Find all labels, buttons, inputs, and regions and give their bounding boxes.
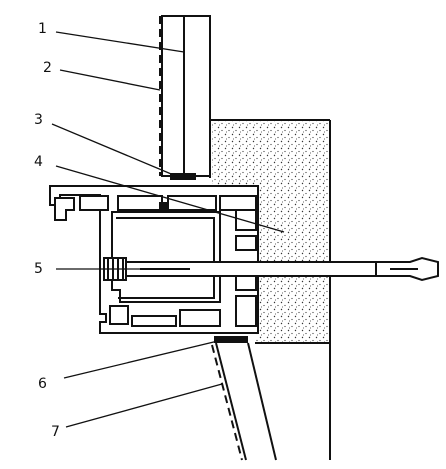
- upper-glazing-pane: [161, 15, 211, 177]
- insulation-foam: [212, 121, 328, 342]
- callout-4: 4: [34, 154, 43, 170]
- leader-2: [59, 69, 161, 91]
- callout-5: 5: [34, 261, 43, 277]
- callout-6: 6: [38, 376, 47, 392]
- leader-6: [63, 339, 223, 379]
- lower-glazing-pane: [215, 342, 277, 461]
- upper-seal: [170, 173, 196, 180]
- leader-7: [65, 383, 223, 428]
- window-frame-profile: [49, 185, 259, 334]
- leader-1: [55, 31, 185, 53]
- callout-3: 3: [34, 112, 43, 128]
- callout-7: 7: [51, 424, 60, 440]
- leader-3: [51, 123, 177, 177]
- leader-4: [55, 165, 285, 233]
- callout-labels: 1 2 3 4 5 6 7: [34, 21, 60, 440]
- callout-2: 2: [43, 60, 52, 76]
- callout-1: 1: [38, 21, 47, 37]
- leader-lines: [51, 31, 285, 428]
- lower-seal: [214, 336, 248, 343]
- lower-dashed-line: [211, 344, 243, 461]
